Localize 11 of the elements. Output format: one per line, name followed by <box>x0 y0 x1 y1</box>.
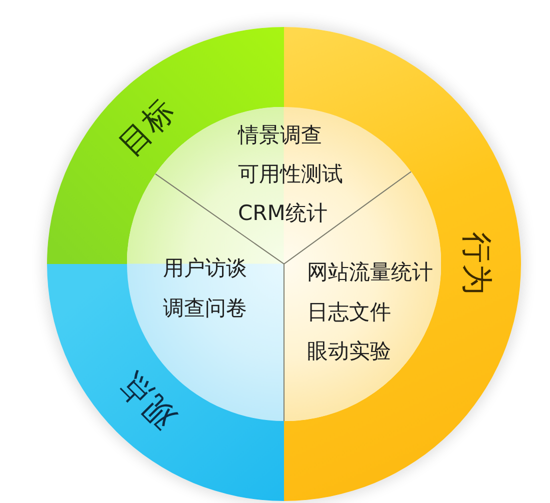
list-item: 用户访谈 <box>163 255 247 282</box>
segment-title: 行为 <box>460 232 492 296</box>
segment-title: 目标 <box>114 94 182 162</box>
list-item: 日志文件 <box>307 298 391 326</box>
list-item: 可用性测试 <box>238 161 343 188</box>
segment-title: 观点 <box>114 366 182 434</box>
list-item: CRM统计 <box>238 200 328 227</box>
list-item: 调查问卷 <box>163 295 247 322</box>
list-item: 眼动实验 <box>307 338 391 365</box>
list-item: 网站流量统计 <box>307 259 433 286</box>
list-item: 情景调查 <box>238 122 322 149</box>
